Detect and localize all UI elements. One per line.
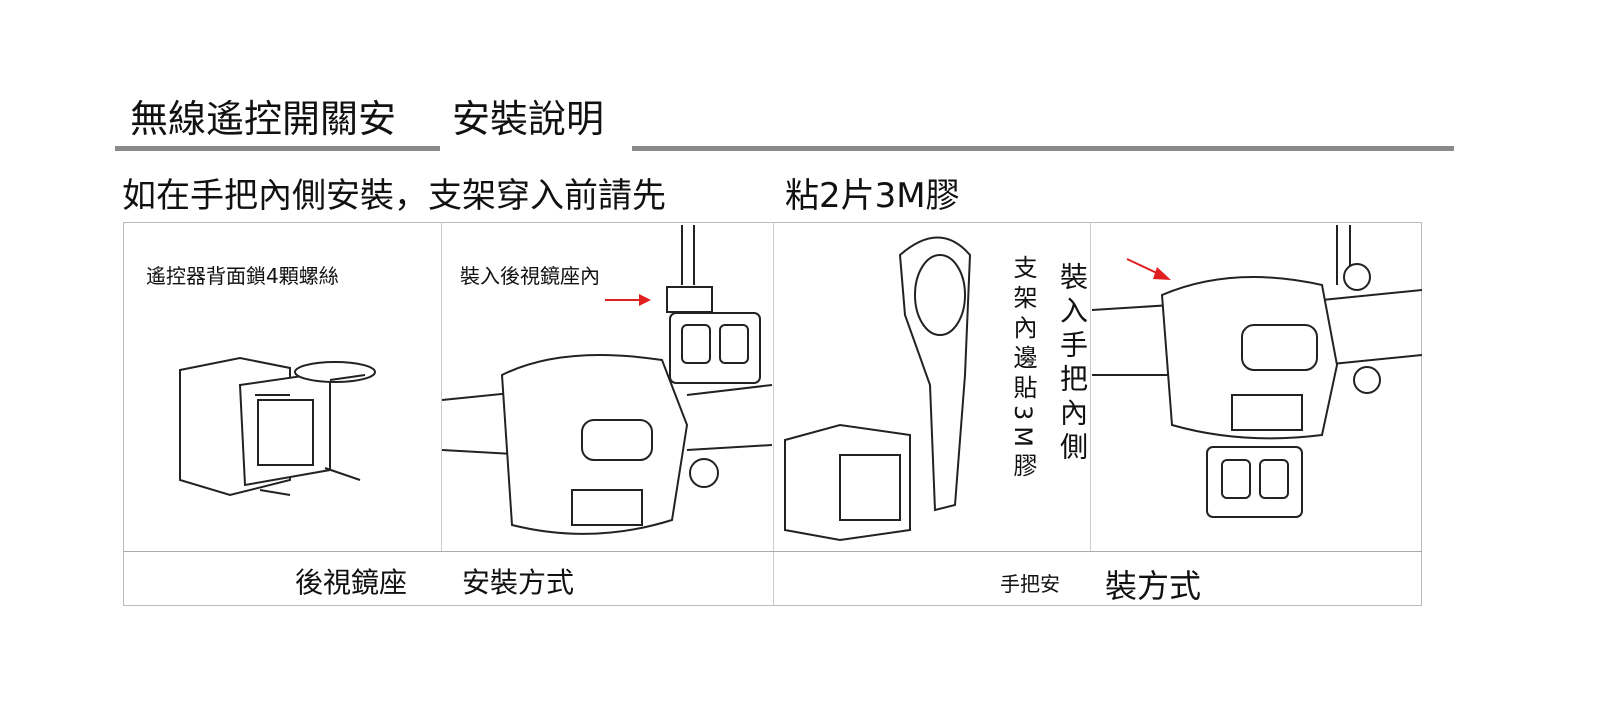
- bracket-illustration: [784, 236, 972, 542]
- remote-with-bracket-illustration: [179, 356, 376, 497]
- title-divider: [115, 146, 440, 151]
- page-title-suffix: 安裝說明: [452, 97, 605, 141]
- subtitle-suffix: 粘2片3M膠: [785, 176, 960, 216]
- panel-divider: [1090, 222, 1091, 551]
- step-label: 遙控器背面鎖4顆螺絲: [146, 264, 339, 288]
- note-install-inner: 裝入手把內側: [1056, 262, 1089, 466]
- mirror-mount-illustration: [442, 225, 772, 535]
- caption-handlebar-suffix: 裝方式: [1105, 567, 1202, 605]
- title-divider: [632, 146, 1454, 151]
- diagram-frame: [123, 222, 1422, 606]
- panel-divider: [773, 222, 774, 606]
- caption-mirror: 後視鏡座: [295, 566, 408, 599]
- caption-divider: [123, 551, 1422, 552]
- page-title: 無線遙控開關安: [130, 97, 397, 141]
- handlebar-inner-illustration: [1092, 225, 1422, 518]
- subtitle: 如在手把內側安裝，支架穿入前請先: [122, 176, 666, 216]
- panel-divider: [441, 222, 442, 551]
- step-label: 裝入後視鏡座內: [460, 264, 600, 288]
- red-arrow-icon: [605, 294, 651, 306]
- note-adhesive: 支架內邊貼3M膠: [1009, 255, 1037, 483]
- red-arrow-icon: [1126, 258, 1171, 280]
- caption-handlebar: 手把安: [1000, 572, 1060, 596]
- caption-mirror-suffix: 安裝方式: [462, 566, 575, 599]
